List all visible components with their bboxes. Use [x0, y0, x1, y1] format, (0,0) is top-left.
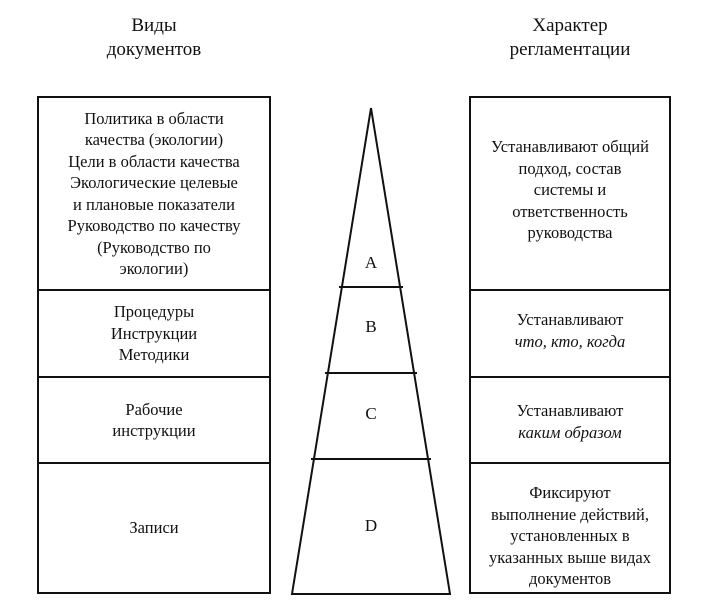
cell-line: Процедуры [113, 302, 195, 322]
cell-line: Рабочие [125, 399, 183, 419]
regulation-column: Устанавливают общий подход, состав систе… [469, 96, 671, 594]
cell-line: документов [528, 569, 612, 588]
cell-line: (Руководство по [97, 237, 211, 257]
document-types-column: Политика в области качества (экологии) Ц… [37, 96, 271, 594]
cell-line: инструкции [112, 421, 196, 440]
heading-line: регламентации [509, 39, 631, 60]
document-type-cell-a: Политика в области качества (экологии) Ц… [39, 98, 269, 289]
pyramid-level-a: A [365, 253, 378, 272]
cell-line: Экологические целевые [70, 173, 238, 192]
regulation-cell-c: Устанавливают каким образом [471, 376, 669, 462]
cell-line: Устанавливают [516, 401, 624, 420]
cell-line: выполнение действий, [491, 504, 649, 524]
cell-line: Цели в области качества [68, 151, 240, 171]
cell-line: Руководство по качеству [67, 216, 241, 235]
cell-line: ответственность [512, 201, 628, 221]
regulation-cell-a: Устанавливают общий подход, состав систе… [471, 98, 669, 289]
heading-line: Характер [532, 15, 608, 36]
document-type-cell-b: Процедуры Инструкции Методики [39, 289, 269, 376]
pyramid-level-d: D [365, 516, 377, 535]
cell-line: указанных выше видах [489, 547, 651, 567]
pyramid-level-c: C [365, 404, 376, 423]
cell-line: Устанавливают [516, 310, 624, 329]
heading-line: Виды [131, 15, 177, 36]
cell-line: и плановые показатели [73, 194, 235, 214]
document-type-cell-d: Записи [39, 462, 269, 592]
regulation-cell-b: Устанавливают что, кто, когда [471, 289, 669, 376]
cell-line: Устанавливают общий [491, 137, 649, 156]
cell-line: экологии) [119, 259, 189, 278]
heading-line: документов [106, 39, 202, 60]
cell-line: Инструкции [110, 323, 198, 343]
heading-regulation-character: Характер регламентации [470, 14, 670, 62]
cell-line: Фиксируют [529, 483, 611, 502]
cell-line: системы и [533, 180, 607, 199]
cell-line: Методики [118, 345, 190, 365]
pyramid-level-b: B [365, 317, 376, 336]
regulation-cell-d: Фиксируют выполнение действий, установле… [471, 462, 669, 592]
cell-line-italic: что, кто, когда [514, 331, 626, 351]
cell-line: установленных в [510, 526, 630, 545]
cell-line: Политика в области [84, 108, 224, 128]
cell-line: руководства [527, 223, 613, 242]
heading-document-types: Виды документов [38, 14, 270, 62]
cell-line: Записи [129, 518, 179, 538]
pyramid-outline [290, 107, 452, 595]
document-type-cell-c: Рабочие инструкции [39, 376, 269, 462]
cell-line: подход, состав [518, 158, 622, 178]
cell-line-italic: каким образом [518, 422, 622, 442]
cell-line: качества (экологии) [84, 130, 224, 149]
